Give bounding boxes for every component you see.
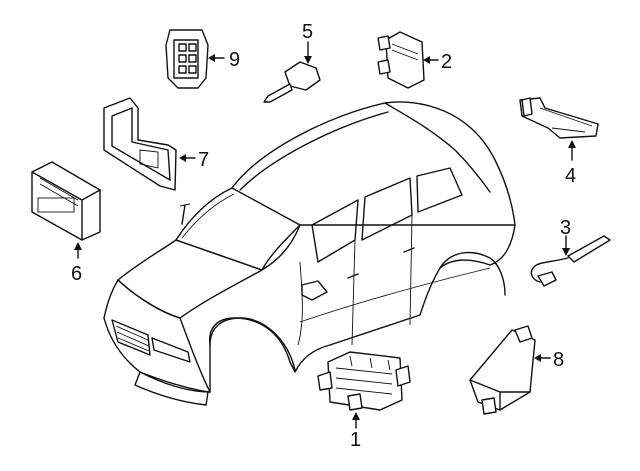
callout-3: 3: [560, 217, 571, 239]
part-7-bracket: [103, 97, 196, 191]
part-4-sensor: [519, 97, 599, 161]
vehicle-outline: [103, 101, 516, 406]
callout-8: 8: [553, 349, 564, 371]
callout-5: 5: [302, 21, 313, 43]
callout-9: 9: [229, 49, 240, 71]
callout-4: 4: [565, 165, 576, 187]
part-2-module: [377, 31, 439, 89]
part-9-key-fob: [165, 29, 225, 89]
callout-6: 6: [71, 263, 82, 285]
part-8-receiver-module: [469, 325, 551, 415]
callout-1: 1: [350, 429, 361, 451]
part-3-antenna-cable: [530, 235, 611, 287]
callout-7: 7: [198, 149, 209, 171]
part-5-key: [263, 41, 321, 103]
part-1-body-control-module: [317, 351, 411, 429]
part-6-control-module: [31, 161, 101, 259]
callout-2: 2: [441, 51, 452, 73]
